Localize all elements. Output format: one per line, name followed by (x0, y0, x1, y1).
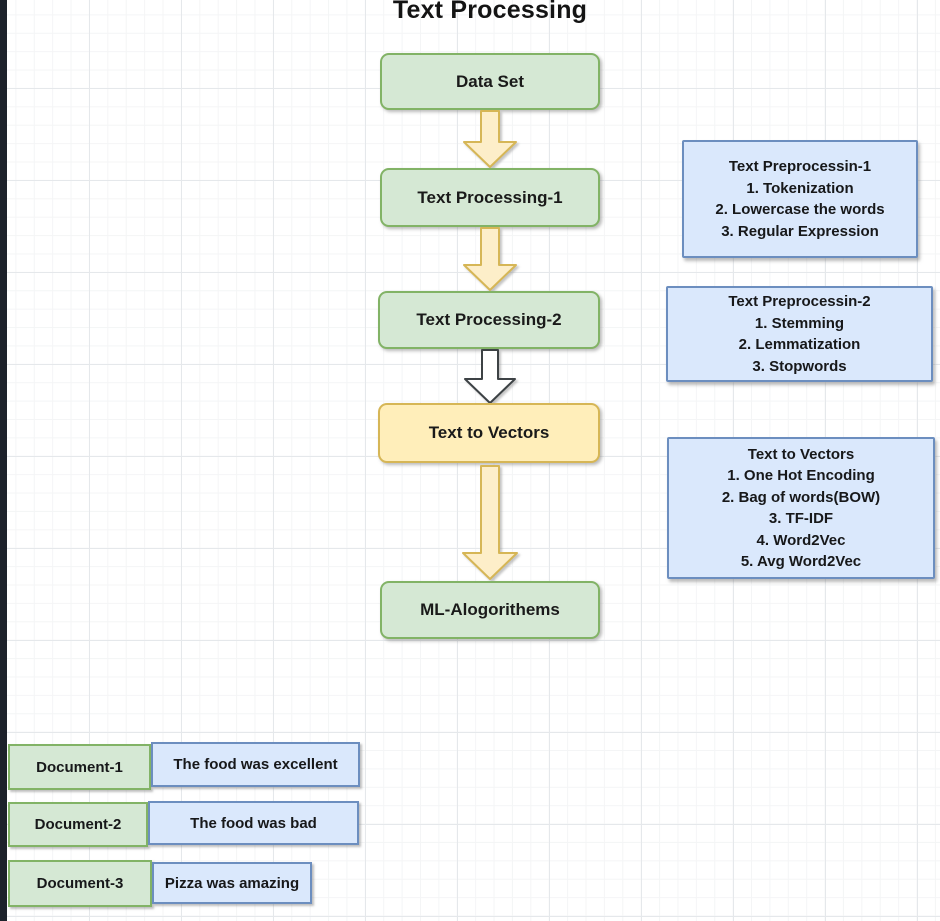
document-label: Document-1 (36, 758, 123, 776)
diagram-title: Text Processing (392, 0, 588, 24)
document-label: Document-3 (36, 875, 124, 892)
node-label: Text to Vectors (428, 423, 550, 442)
document-1-label-box[interactable]: Document-1 (8, 744, 151, 790)
node-text-processing-1[interactable]: Text Processing-1 (380, 168, 600, 227)
document-text: The food was excellent (173, 756, 338, 773)
note-title: Text Preprocessin-2 (728, 293, 871, 310)
note-item: 1. Stemming (754, 314, 845, 332)
note-item: 3. Regular Expression (721, 222, 879, 240)
note-text-preprocessing-1[interactable]: Text Preprocessin-1 1. Tokenization 2. L… (682, 140, 918, 258)
note-item: 2. Bag of words(BOW) (721, 488, 881, 506)
node-text-processing-2[interactable]: Text Processing-2 (378, 291, 600, 349)
node-label: ML-Alogorithems (420, 600, 560, 619)
document-label: Document-2 (34, 816, 122, 833)
node-label: Text Processing-2 (416, 310, 562, 329)
down-arrow-outline-icon[interactable] (462, 349, 518, 404)
note-text-preprocessing-2[interactable]: Text Preprocessin-2 1. Stemming 2. Lemma… (666, 286, 933, 382)
document-3-label-box[interactable]: Document-3 (8, 860, 152, 907)
note-item: 5. Avg Word2Vec (740, 553, 862, 570)
note-item: 1. One Hot Encoding (727, 467, 875, 484)
document-3-text-box[interactable]: Pizza was amazing (152, 862, 312, 904)
document-2-label-box[interactable]: Document-2 (8, 802, 148, 847)
document-1-text-box[interactable]: The food was excellent (151, 742, 360, 787)
note-text-to-vectors[interactable]: Text to Vectors 1. One Hot Encoding 2. B… (667, 437, 935, 579)
node-ml-algorithms[interactable]: ML-Alogorithems (380, 581, 600, 639)
down-arrow-icon[interactable] (462, 110, 518, 168)
document-text: Pizza was amazing (164, 874, 300, 892)
node-label: Data Set (455, 71, 525, 91)
note-item: 3. TF-IDF (768, 510, 834, 527)
down-arrow-icon[interactable] (462, 227, 518, 291)
left-edge-strip (0, 0, 7, 921)
note-title: Text Preprocessin-1 (728, 158, 872, 175)
note-item: 2. Lemmatization (738, 336, 861, 353)
note-item: 1. Tokenization (746, 179, 854, 197)
node-text-to-vectors[interactable]: Text to Vectors (378, 403, 600, 463)
note-item: 3. Stopwords (752, 357, 847, 375)
note-title: Text to Vectors (747, 445, 855, 463)
node-data-set[interactable]: Data Set (380, 53, 600, 110)
document-2-text-box[interactable]: The food was bad (148, 801, 359, 845)
document-text: The food was bad (190, 814, 317, 832)
down-arrow-long-icon[interactable] (461, 465, 519, 581)
note-item: 2. Lowercase the words (715, 201, 885, 218)
node-label: Text Processing-1 (417, 187, 563, 207)
note-item: 4. Word2Vec (756, 531, 846, 549)
